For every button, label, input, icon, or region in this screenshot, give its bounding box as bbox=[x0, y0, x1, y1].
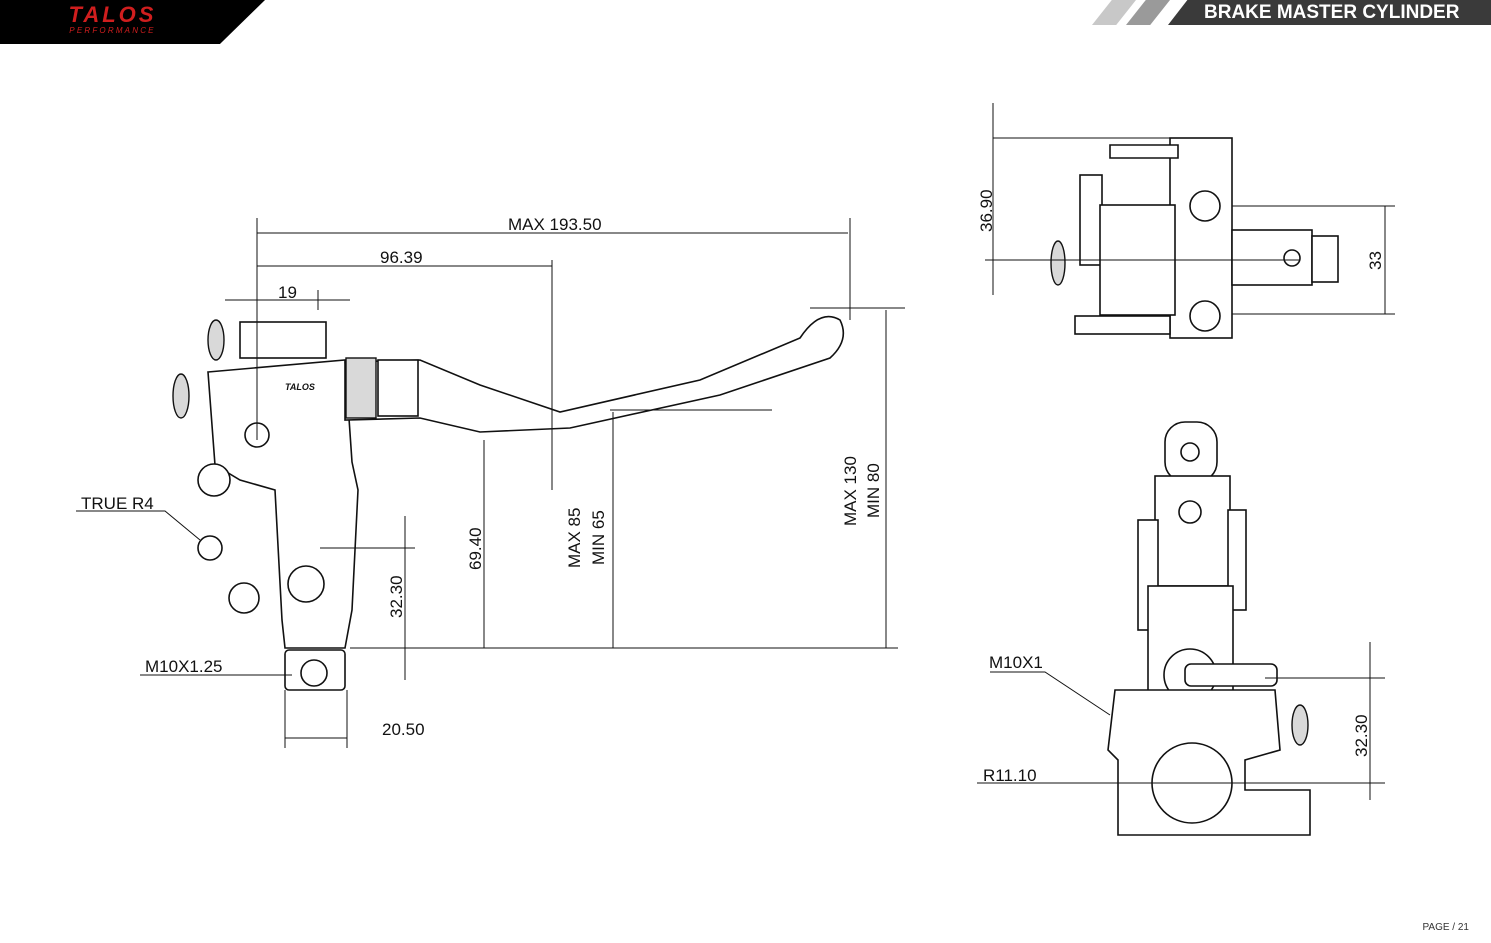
dim-max-length: MAX 193.50 bbox=[508, 215, 602, 234]
front-hose-fitting bbox=[1184, 663, 1278, 687]
lever-logo: TALOS bbox=[285, 382, 315, 392]
dim-reach-min: MIN 65 bbox=[589, 510, 608, 565]
side-view: TALOS MAX 193.50 96.39 19 TRUE R4 M10X1.… bbox=[76, 215, 905, 748]
title-band bbox=[1168, 0, 1491, 25]
header-logo-band bbox=[0, 0, 265, 44]
knob bbox=[172, 373, 190, 419]
brand-logo: TALOS PERFORMANCE bbox=[40, 2, 185, 36]
fitting bbox=[197, 535, 223, 561]
brake-lever bbox=[344, 315, 845, 433]
dim-pivot-distance: 96.39 bbox=[380, 248, 423, 267]
dim-top-33: 33 bbox=[1366, 251, 1385, 270]
knob bbox=[197, 463, 231, 497]
dim-front-height: 32.30 bbox=[1352, 714, 1371, 757]
label-true-r4: TRUE R4 bbox=[81, 494, 154, 513]
label-thread: M10X1.25 bbox=[145, 657, 223, 676]
bleed-valve bbox=[228, 582, 260, 614]
page-title: BRAKE MASTER CYLINDER bbox=[1204, 2, 1460, 23]
dim-tip-min: MIN 80 bbox=[864, 463, 883, 518]
label-front-radius: R11.10 bbox=[983, 766, 1037, 785]
page-number: PAGE / 21 bbox=[1422, 922, 1469, 933]
dim-tip-max: MAX 130 bbox=[841, 456, 860, 526]
top-port bbox=[1079, 174, 1103, 266]
label-front-thread: M10X1 bbox=[989, 653, 1043, 672]
front-body bbox=[1154, 475, 1231, 587]
brand-logo-name: TALOS bbox=[68, 2, 157, 27]
reservoir bbox=[239, 321, 327, 359]
lever-pivot-block bbox=[377, 359, 419, 417]
top-knob bbox=[1050, 240, 1066, 286]
dim-height-3230: 32.30 bbox=[387, 575, 406, 618]
dim-height-6940: 69.40 bbox=[466, 527, 485, 570]
front-view: M10X1 R11.10 32.30 bbox=[977, 421, 1385, 836]
top-lever-arm bbox=[1109, 144, 1179, 159]
dim-top-3690: 36.90 bbox=[977, 189, 996, 232]
dim-offset: 19 bbox=[278, 283, 297, 302]
dim-width: 20.50 bbox=[382, 720, 425, 739]
top-view: 36.90 33 bbox=[977, 103, 1395, 339]
banjo-fitting bbox=[287, 565, 325, 603]
brand-logo-sub: PERFORMANCE bbox=[69, 26, 156, 35]
lever-adjuster bbox=[345, 357, 377, 419]
knob bbox=[207, 319, 225, 361]
dim-reach-max: MAX 85 bbox=[565, 508, 584, 568]
